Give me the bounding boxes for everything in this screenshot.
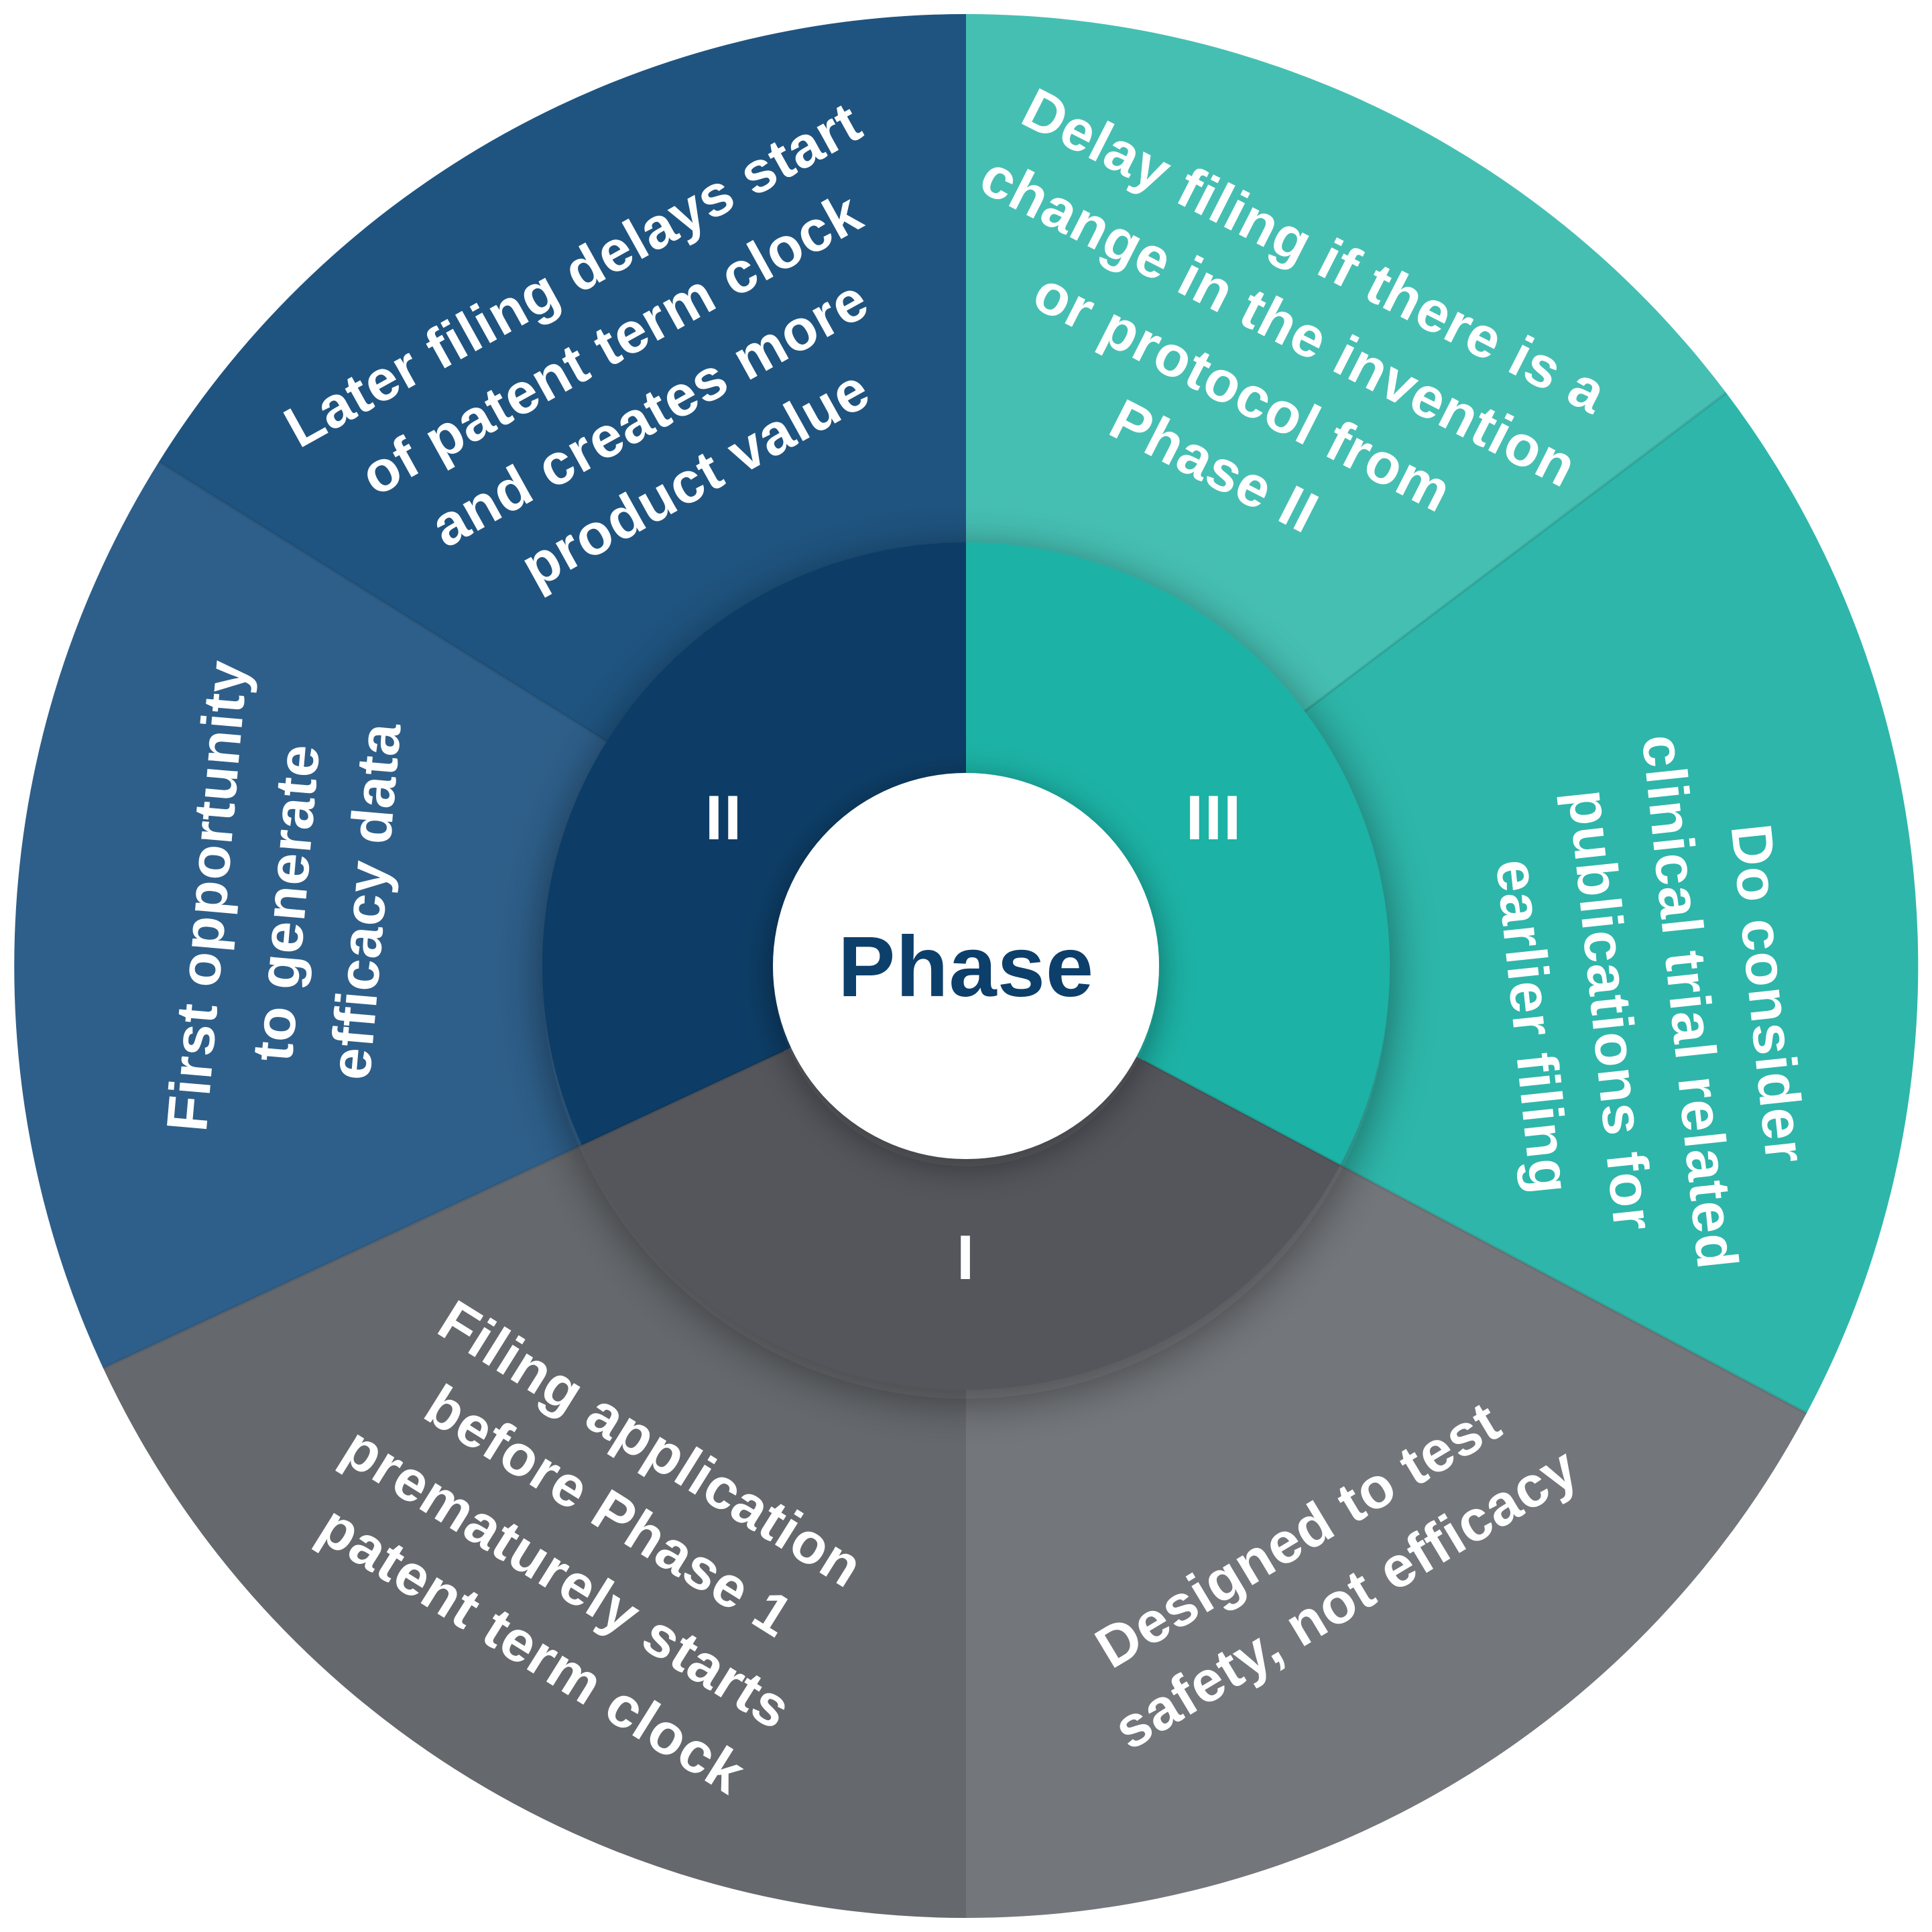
inner-segment-phase-1 <box>582 966 1340 1390</box>
outer-segment-first-opportunity <box>14 462 966 1368</box>
divider-line-teal <box>1303 391 1728 713</box>
phase-3-label: III <box>1186 782 1242 853</box>
segment-dividers <box>103 391 1807 1414</box>
center-circle <box>773 773 1159 1159</box>
outer-segment-do-consider <box>966 393 1919 1413</box>
divider-line-teal-gray <box>1143 1059 1807 1414</box>
inner-ring-labels: III I II <box>705 782 1242 1292</box>
center-phase-label: Phase <box>838 919 1094 1015</box>
segment-text-later-filing: Later filing delays start of patent term… <box>274 82 1002 668</box>
divider-line-blue <box>158 461 608 743</box>
phase-2-label: II <box>705 782 743 853</box>
divider-line-gray-blue <box>103 1050 784 1370</box>
phase-1-label: I <box>957 1222 975 1292</box>
